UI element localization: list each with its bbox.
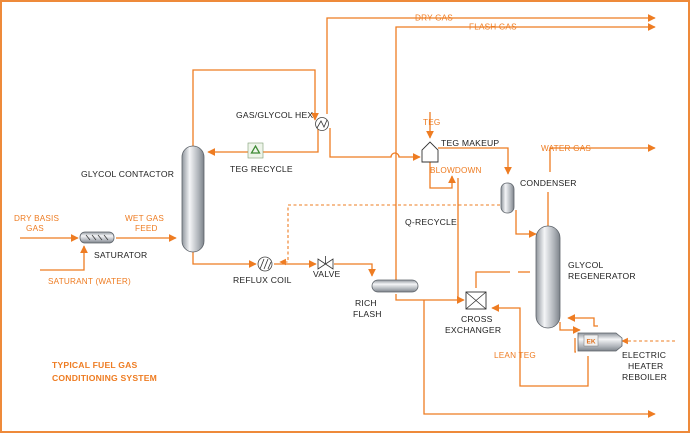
dry-basis-gas-label-1: DRY BASIS — [14, 214, 60, 223]
valve-to-flash-line — [334, 263, 376, 277]
recycle-icon — [247, 142, 264, 159]
cross-exchanger-label-2: EXCHANGER — [445, 325, 501, 335]
teg-recycle-label: TEG RECYCLE — [230, 164, 293, 174]
rich-flash-vessel — [371, 279, 419, 293]
cross-exchanger-label-1: CROSS — [461, 314, 493, 324]
valve — [317, 256, 334, 270]
teg-makeup-label: TEG MAKEUP — [441, 138, 499, 148]
glycol-regenerator-vessel — [535, 225, 561, 329]
water-gas-line — [549, 144, 656, 172]
blowdown-label: BLOWDOWN — [430, 166, 482, 175]
dry-gas-line — [326, 14, 656, 114]
reboiler-outlet-line — [574, 338, 576, 353]
lean-teg-line — [491, 304, 589, 387]
q-recycle-label: Q-RECYCLE — [405, 217, 457, 227]
cross-exchanger — [465, 291, 487, 310]
flash-gas-line — [395, 23, 656, 280]
saturant-label: SATURANT (WATER) — [48, 277, 131, 286]
reboiler-label-2: HEATER — [628, 361, 663, 371]
wet-gas-feed-label-2: FEED — [135, 224, 158, 233]
rich-glycol-line — [192, 252, 257, 268]
glycol-contactor-label: GLYCOL CONTACTOR — [81, 169, 174, 179]
gas-glycol-hex-label: GAS/GLYCOL HEX — [236, 110, 313, 120]
exchanger-outlet-line — [475, 271, 510, 288]
diagram-title-line-1: TYPICAL FUEL GAS — [52, 360, 138, 370]
diagram-title-line-2: CONDITIONING SYSTEM — [52, 373, 157, 383]
contactor-overhead-line — [192, 69, 319, 150]
q-recycle-line — [279, 204, 500, 266]
rich-flash-label-2: FLASH — [353, 309, 382, 319]
flash-drain-line — [423, 300, 656, 418]
gas-glycol-hex — [315, 117, 329, 131]
reboiler-vapor-return-line — [567, 314, 598, 327]
glycol-regenerator-label-2: REGENERATOR — [568, 271, 636, 281]
reboiler-label-1: ELECTRIC — [622, 350, 666, 360]
condenser-label: CONDENSER — [520, 178, 577, 188]
wet-gas-feed-label-1: WET GAS — [125, 214, 164, 223]
rich-flash-label-1: RICH — [355, 298, 377, 308]
reflux-coil — [257, 256, 273, 272]
reboiler-badge: EK — [586, 339, 595, 346]
water-gas-label: WATER GAS — [541, 144, 591, 153]
hex-to-makeup-line — [329, 128, 421, 161]
blowdown-line — [429, 162, 456, 189]
teg-makeup-tank — [421, 141, 439, 163]
process-streams — [20, 14, 675, 418]
regenerator-bottoms-line — [559, 322, 581, 334]
dry-gas-label: DRY GAS — [415, 14, 453, 23]
lean-glycol-return-line — [207, 128, 319, 156]
valve-label: VALVE — [313, 269, 340, 279]
dry-basis-gas-label-2: GAS — [26, 224, 44, 233]
saturator-vessel — [79, 231, 115, 244]
glycol-contactor-vessel — [181, 145, 205, 253]
makeup-to-condenser-line — [438, 147, 512, 175]
condenser-to-regenerator-line — [515, 210, 537, 238]
electric-heater-reboiler: EK — [577, 332, 623, 352]
saturator-packing — [85, 234, 109, 241]
condenser-vessel — [500, 182, 515, 214]
glycol-regenerator-label-1: GLYCOL — [568, 260, 603, 270]
lean-teg-label: LEAN TEG — [494, 351, 536, 360]
saturant-line — [40, 245, 88, 271]
flash-gas-label: FLASH GAS — [469, 23, 517, 32]
saturator-label: SATURATOR — [94, 250, 147, 260]
flash-to-exchanger-line — [395, 294, 465, 304]
reboiler-label-3: REBOILER — [622, 372, 667, 382]
teg-label: TEG — [423, 118, 440, 127]
reflux-coil-label: REFLUX COIL — [233, 275, 292, 285]
